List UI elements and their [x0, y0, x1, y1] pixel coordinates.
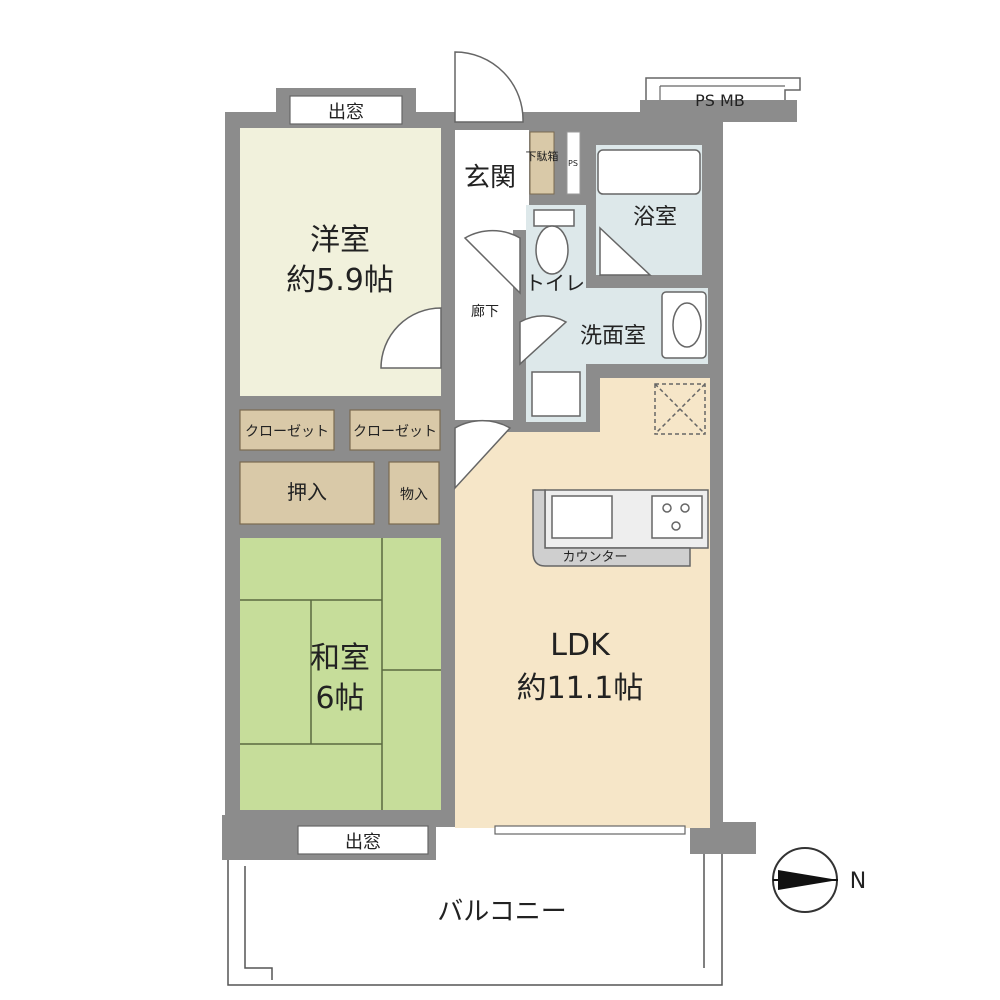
closet-1-floor — [239, 409, 335, 451]
oshiire-label: 押入 — [287, 480, 327, 504]
western-room-name: 洋室 — [310, 223, 370, 258]
entrance-floor — [455, 130, 529, 230]
compass-north-label: N — [850, 869, 866, 894]
counter-label: カウンター — [562, 550, 627, 565]
storage-floor — [388, 461, 440, 525]
tatami-lines — [240, 538, 441, 810]
balcony-outline — [227, 836, 723, 986]
japanese-room-floor — [240, 538, 441, 810]
labels: 洋室 約5.9帖 和室 6帖 LDK 約11.1帖 玄関 下駄箱 PS 浴室 ト… — [245, 91, 866, 927]
ps-small-label: PS — [568, 159, 578, 168]
toilet-label: トイレ — [525, 271, 585, 295]
ps-small-box — [566, 131, 581, 195]
fixtures — [531, 149, 709, 567]
washroom-label: 洗面室 — [580, 324, 646, 349]
shoebox — [529, 131, 555, 195]
closet-2-floor — [349, 409, 441, 451]
japanese-room-name: 和室 — [310, 641, 370, 676]
japanese-room-size: 6帖 — [315, 681, 364, 716]
oshiire-floor — [239, 461, 375, 525]
entrance-label: 玄関 — [464, 163, 516, 193]
corridor-label: 廊下 — [471, 303, 499, 320]
western-room-size: 約5.9帖 — [286, 263, 394, 298]
bay-window-top-label: 出窓 — [328, 102, 364, 123]
door-swings — [380, 51, 652, 490]
ldk-name: LDK — [550, 628, 611, 663]
windows — [289, 95, 686, 855]
ldk-size: 約11.1帖 — [517, 671, 644, 706]
psmb-label: PS MB — [695, 91, 745, 110]
closet-2-label: クローゼット — [353, 424, 437, 440]
storage-label: 物入 — [400, 487, 428, 503]
shoebox-label: 下駄箱 — [526, 149, 559, 163]
bath-label: 浴室 — [633, 205, 677, 230]
closet-1-label: クローゼット — [245, 424, 329, 440]
compass — [772, 847, 838, 913]
floors — [239, 128, 710, 828]
bay-window-bottom-label: 出窓 — [345, 832, 381, 853]
balcony-label: バルコニー — [437, 897, 566, 927]
